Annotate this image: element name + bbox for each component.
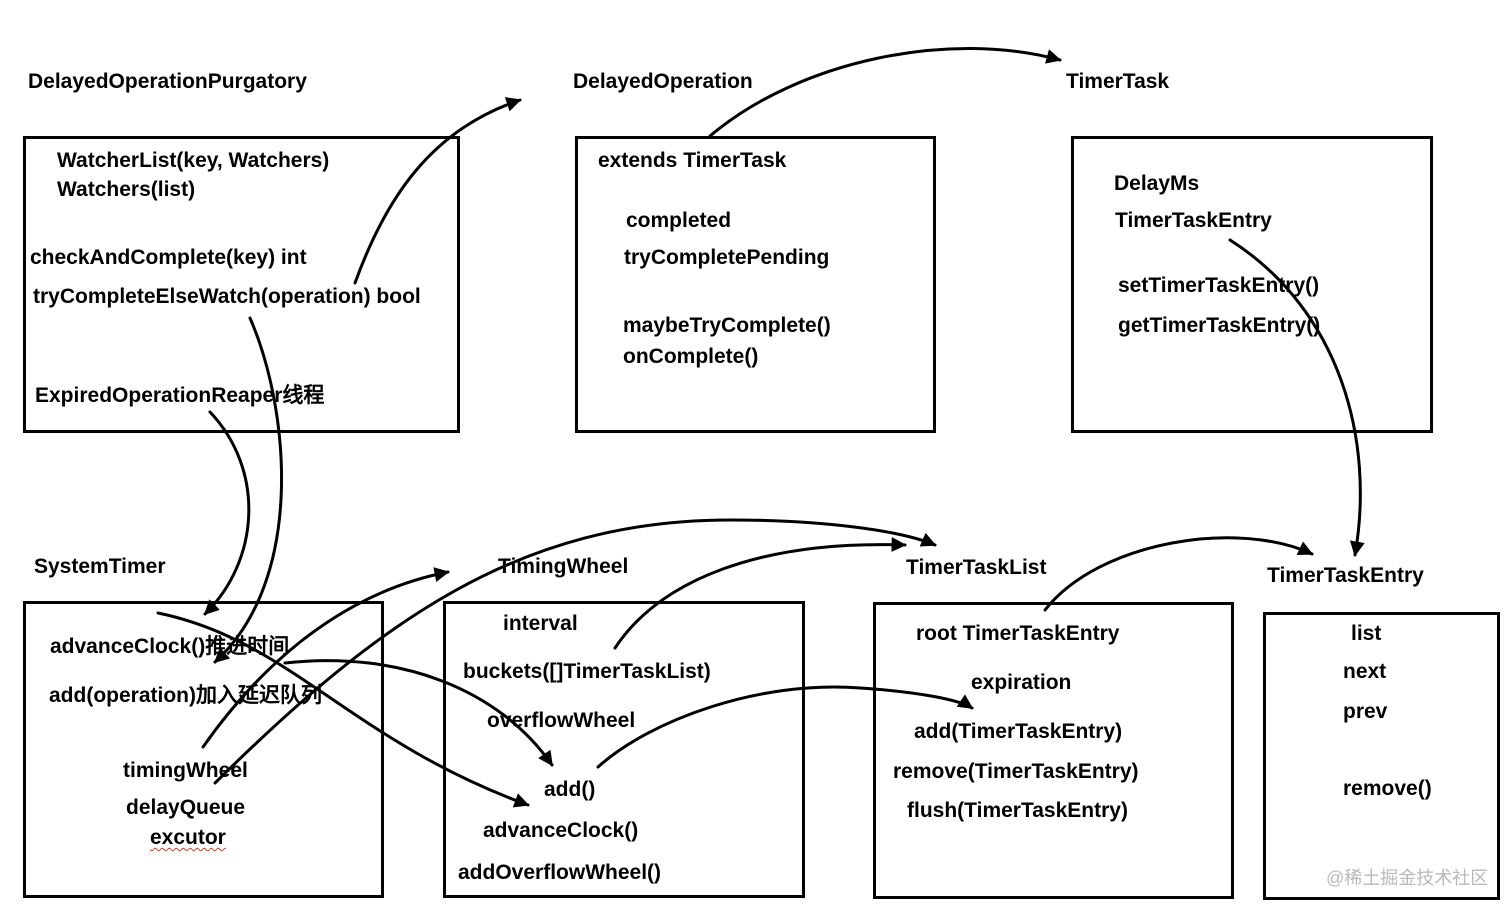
delayed-operation-on-complete: onComplete() (623, 345, 759, 368)
timer-task-entry-remove: remove() (1343, 777, 1432, 800)
purgatory-reaper-thread: ExpiredOperationReaper线程 (35, 384, 325, 407)
system-timer-title: SystemTimer (34, 555, 166, 578)
delayed-operation-completed: completed (626, 209, 732, 232)
timer-task-entry-next: next (1343, 660, 1387, 683)
system-timer-executor: excutor (150, 826, 226, 849)
delayed-operation-maybe-try-complete: maybeTryComplete() (623, 314, 831, 337)
timer-task-set-entry: setTimerTaskEntry() (1118, 274, 1320, 297)
system-timer-delay-queue: delayQueue (126, 796, 246, 819)
timer-task-list-add: add(TimerTaskEntry) (914, 720, 1123, 743)
timer-task-list-expiration: expiration (971, 671, 1072, 694)
timer-task-delay-ms: DelayMs (1114, 172, 1200, 195)
purgatory-title: DelayedOperationPurgatory (28, 70, 307, 93)
timing-wheel-advance-clock: advanceClock() (483, 819, 639, 842)
timing-wheel-add-overflow-wheel: addOverflowWheel() (458, 861, 662, 884)
timer-task-entry-title: TimerTaskEntry (1267, 564, 1424, 587)
timer-task-title: TimerTask (1066, 70, 1170, 93)
timer-task-box: DelayMs TimerTaskEntry setTimerTaskEntry… (1071, 136, 1433, 433)
timer-task-list-flush: flush(TimerTaskEntry) (907, 799, 1128, 822)
system-timer-timing-wheel: timingWheel (123, 759, 248, 782)
timing-wheel-buckets: buckets([]TimerTaskList) (463, 660, 711, 683)
watermark: @稀土掘金技术社区 (1326, 868, 1489, 888)
timing-wheel-overflow-wheel: overflowWheel (487, 709, 636, 732)
timer-task-entry-box: list next prev remove() (1263, 612, 1500, 900)
timer-task-list-box: root TimerTaskEntry expiration add(Timer… (873, 602, 1234, 899)
arrow-root-to-timer-task-entry (1043, 536, 1314, 612)
timer-task-entry-list: list (1351, 622, 1382, 645)
purgatory-watchers: Watchers(list) (57, 178, 196, 201)
timing-wheel-title: TimingWheel (498, 555, 629, 578)
arrow-timing-wheel-field-to-timing-wheel (201, 567, 450, 749)
timer-task-list-title: TimerTaskList (906, 556, 1047, 579)
arrow-advance-clock-to-timing-wheel-advance (156, 611, 530, 808)
purgatory-try-complete-else-watch: tryCompleteElseWatch(operation) bool (33, 285, 421, 308)
arrow-try-complete-to-add-operation (213, 316, 284, 664)
timer-task-get-entry: getTimerTaskEntry() (1118, 314, 1321, 337)
delayed-operation-extends: extends TimerTask (598, 149, 787, 172)
arrow-try-complete-to-delayed-operation (353, 97, 522, 285)
delayed-operation-box: extends TimerTask completed tryCompleteP… (575, 136, 936, 433)
purgatory-check-and-complete: checkAndComplete(key) int (30, 246, 307, 269)
arrow-reaper-to-advance-clock (203, 410, 251, 616)
system-timer-add-operation: add(operation)加入延迟队列 (49, 684, 322, 707)
timer-task-entry-prev: prev (1343, 700, 1388, 723)
arrow-add-operation-to-timing-wheel-add (283, 659, 554, 767)
delayed-operation-try-complete-pending: tryCompletePending (624, 246, 830, 269)
arrow-system-timer-to-timer-task-list (213, 518, 937, 785)
arrow-timer-task-entry-field-to-timer-task-entry (1228, 238, 1365, 557)
arrow-add-to-timer-task-list-add (596, 685, 974, 769)
timing-wheel-box: interval buckets([]TimerTaskList) overfl… (443, 601, 805, 898)
system-timer-box: advanceClock()推进时间 add(operation)加入延迟队列 … (23, 601, 384, 898)
arrow-buckets-to-timer-task-list (613, 537, 907, 650)
timing-wheel-add: add() (544, 778, 596, 801)
purgatory-box: WatcherList(key, Watchers) Watchers(list… (23, 136, 460, 433)
timer-task-list-root: root TimerTaskEntry (916, 622, 1120, 645)
timer-task-entry-field: TimerTaskEntry (1115, 209, 1272, 232)
purgatory-watcher-list: WatcherList(key, Watchers) (57, 149, 330, 172)
arrow-delayed-operation-to-timer-task (708, 47, 1062, 138)
delayed-operation-title: DelayedOperation (573, 70, 753, 93)
timing-wheel-interval: interval (503, 612, 578, 635)
timer-task-list-remove: remove(TimerTaskEntry) (893, 760, 1139, 783)
